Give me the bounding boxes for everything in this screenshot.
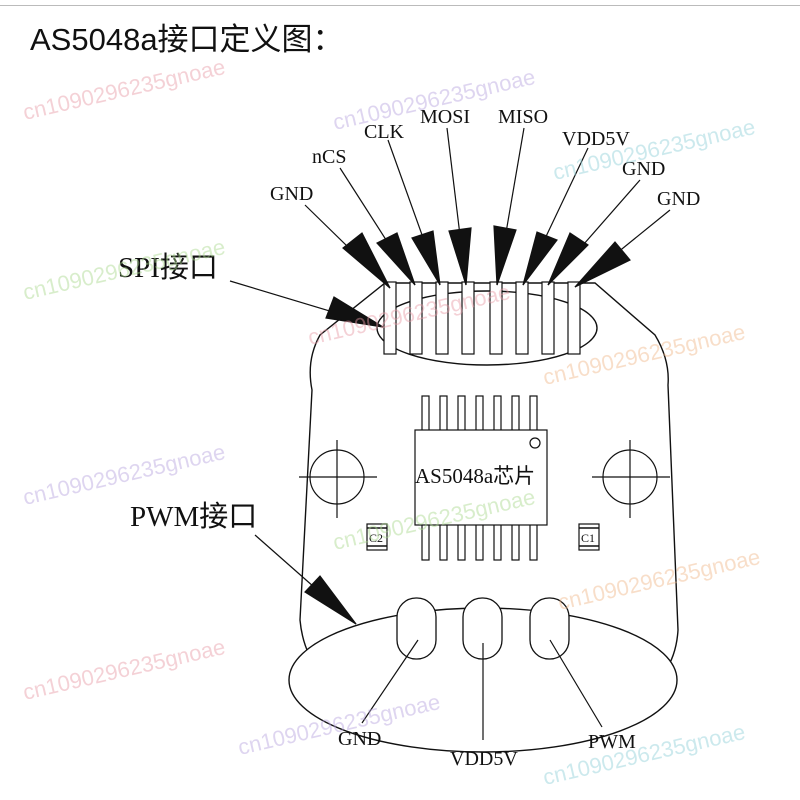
spi-pin-label-2: nCS xyxy=(312,146,346,168)
spi-interface-pointer xyxy=(229,280,384,328)
spi-pin-label-1: GND xyxy=(270,183,313,205)
capacitor-c2: C2 xyxy=(366,523,388,551)
spi-pin-8 xyxy=(567,281,581,355)
watermark-1: cn1090296235gnoae xyxy=(21,54,228,125)
watermark-10: cn1090296235gnoae xyxy=(21,634,228,705)
spi-pin-label-7: GND xyxy=(622,158,665,180)
pwm-pin-label-1: GND xyxy=(338,728,381,750)
spi-pin-4 xyxy=(461,281,475,355)
chip-body xyxy=(414,429,548,526)
watermark-9: cn1090296235gnoae xyxy=(556,544,763,615)
pwm-interface-pointer xyxy=(254,534,357,625)
spi-pin-labels: GND nCS CLK MOSI MISO VDD5V GND GND xyxy=(270,106,700,210)
pwm-pads xyxy=(396,597,570,660)
chip-label: AS5048a芯片 xyxy=(415,464,535,488)
chip-pin1-marker xyxy=(529,437,541,449)
chip-pins-bottom xyxy=(421,523,538,561)
chip xyxy=(414,395,548,561)
spi-interface-label: SPI接口 xyxy=(118,251,218,284)
chip-pins-top xyxy=(421,395,538,432)
capacitor-c1: C1 xyxy=(578,523,600,551)
top-divider xyxy=(0,0,800,6)
spi-pin-6 xyxy=(515,281,529,355)
spi-pins xyxy=(383,281,581,355)
spi-pin-label-4: MOSI xyxy=(420,106,470,128)
mount-hole-left xyxy=(299,440,377,518)
pwm-pin-label-3: PWM xyxy=(588,731,636,753)
pwm-pin-pointers xyxy=(361,639,603,740)
spi-pin-1 xyxy=(383,281,397,355)
spi-pin-7 xyxy=(541,281,555,355)
spi-pin-label-5: MISO xyxy=(498,106,548,128)
watermark-7: cn1090296235gnoae xyxy=(21,439,228,510)
pwm-pin-labels: GND VDD5V PWM xyxy=(338,728,636,770)
pwm-pin-label-2: VDD5V xyxy=(450,748,518,770)
pwm-pad-1 xyxy=(396,597,437,660)
spi-region-ellipse xyxy=(376,290,598,366)
page-title: AS5048a接口定义图： xyxy=(30,22,344,57)
spi-pin-3 xyxy=(435,281,449,355)
spi-pin-pointers xyxy=(304,127,671,289)
spi-pin-label-3: CLK xyxy=(364,121,405,143)
spi-pin-label-6: VDD5V xyxy=(562,128,630,150)
spi-pin-2 xyxy=(409,281,423,355)
spi-pin-5 xyxy=(489,281,503,355)
spi-pin-label-8: GND xyxy=(657,188,700,210)
pwm-pad-3 xyxy=(529,597,570,660)
capacitor-c1-label: C1 xyxy=(581,531,595,545)
mount-hole-right xyxy=(592,440,670,518)
pwm-interface-label: PWM接口 xyxy=(130,500,257,533)
capacitor-c2-label: C2 xyxy=(369,531,383,545)
